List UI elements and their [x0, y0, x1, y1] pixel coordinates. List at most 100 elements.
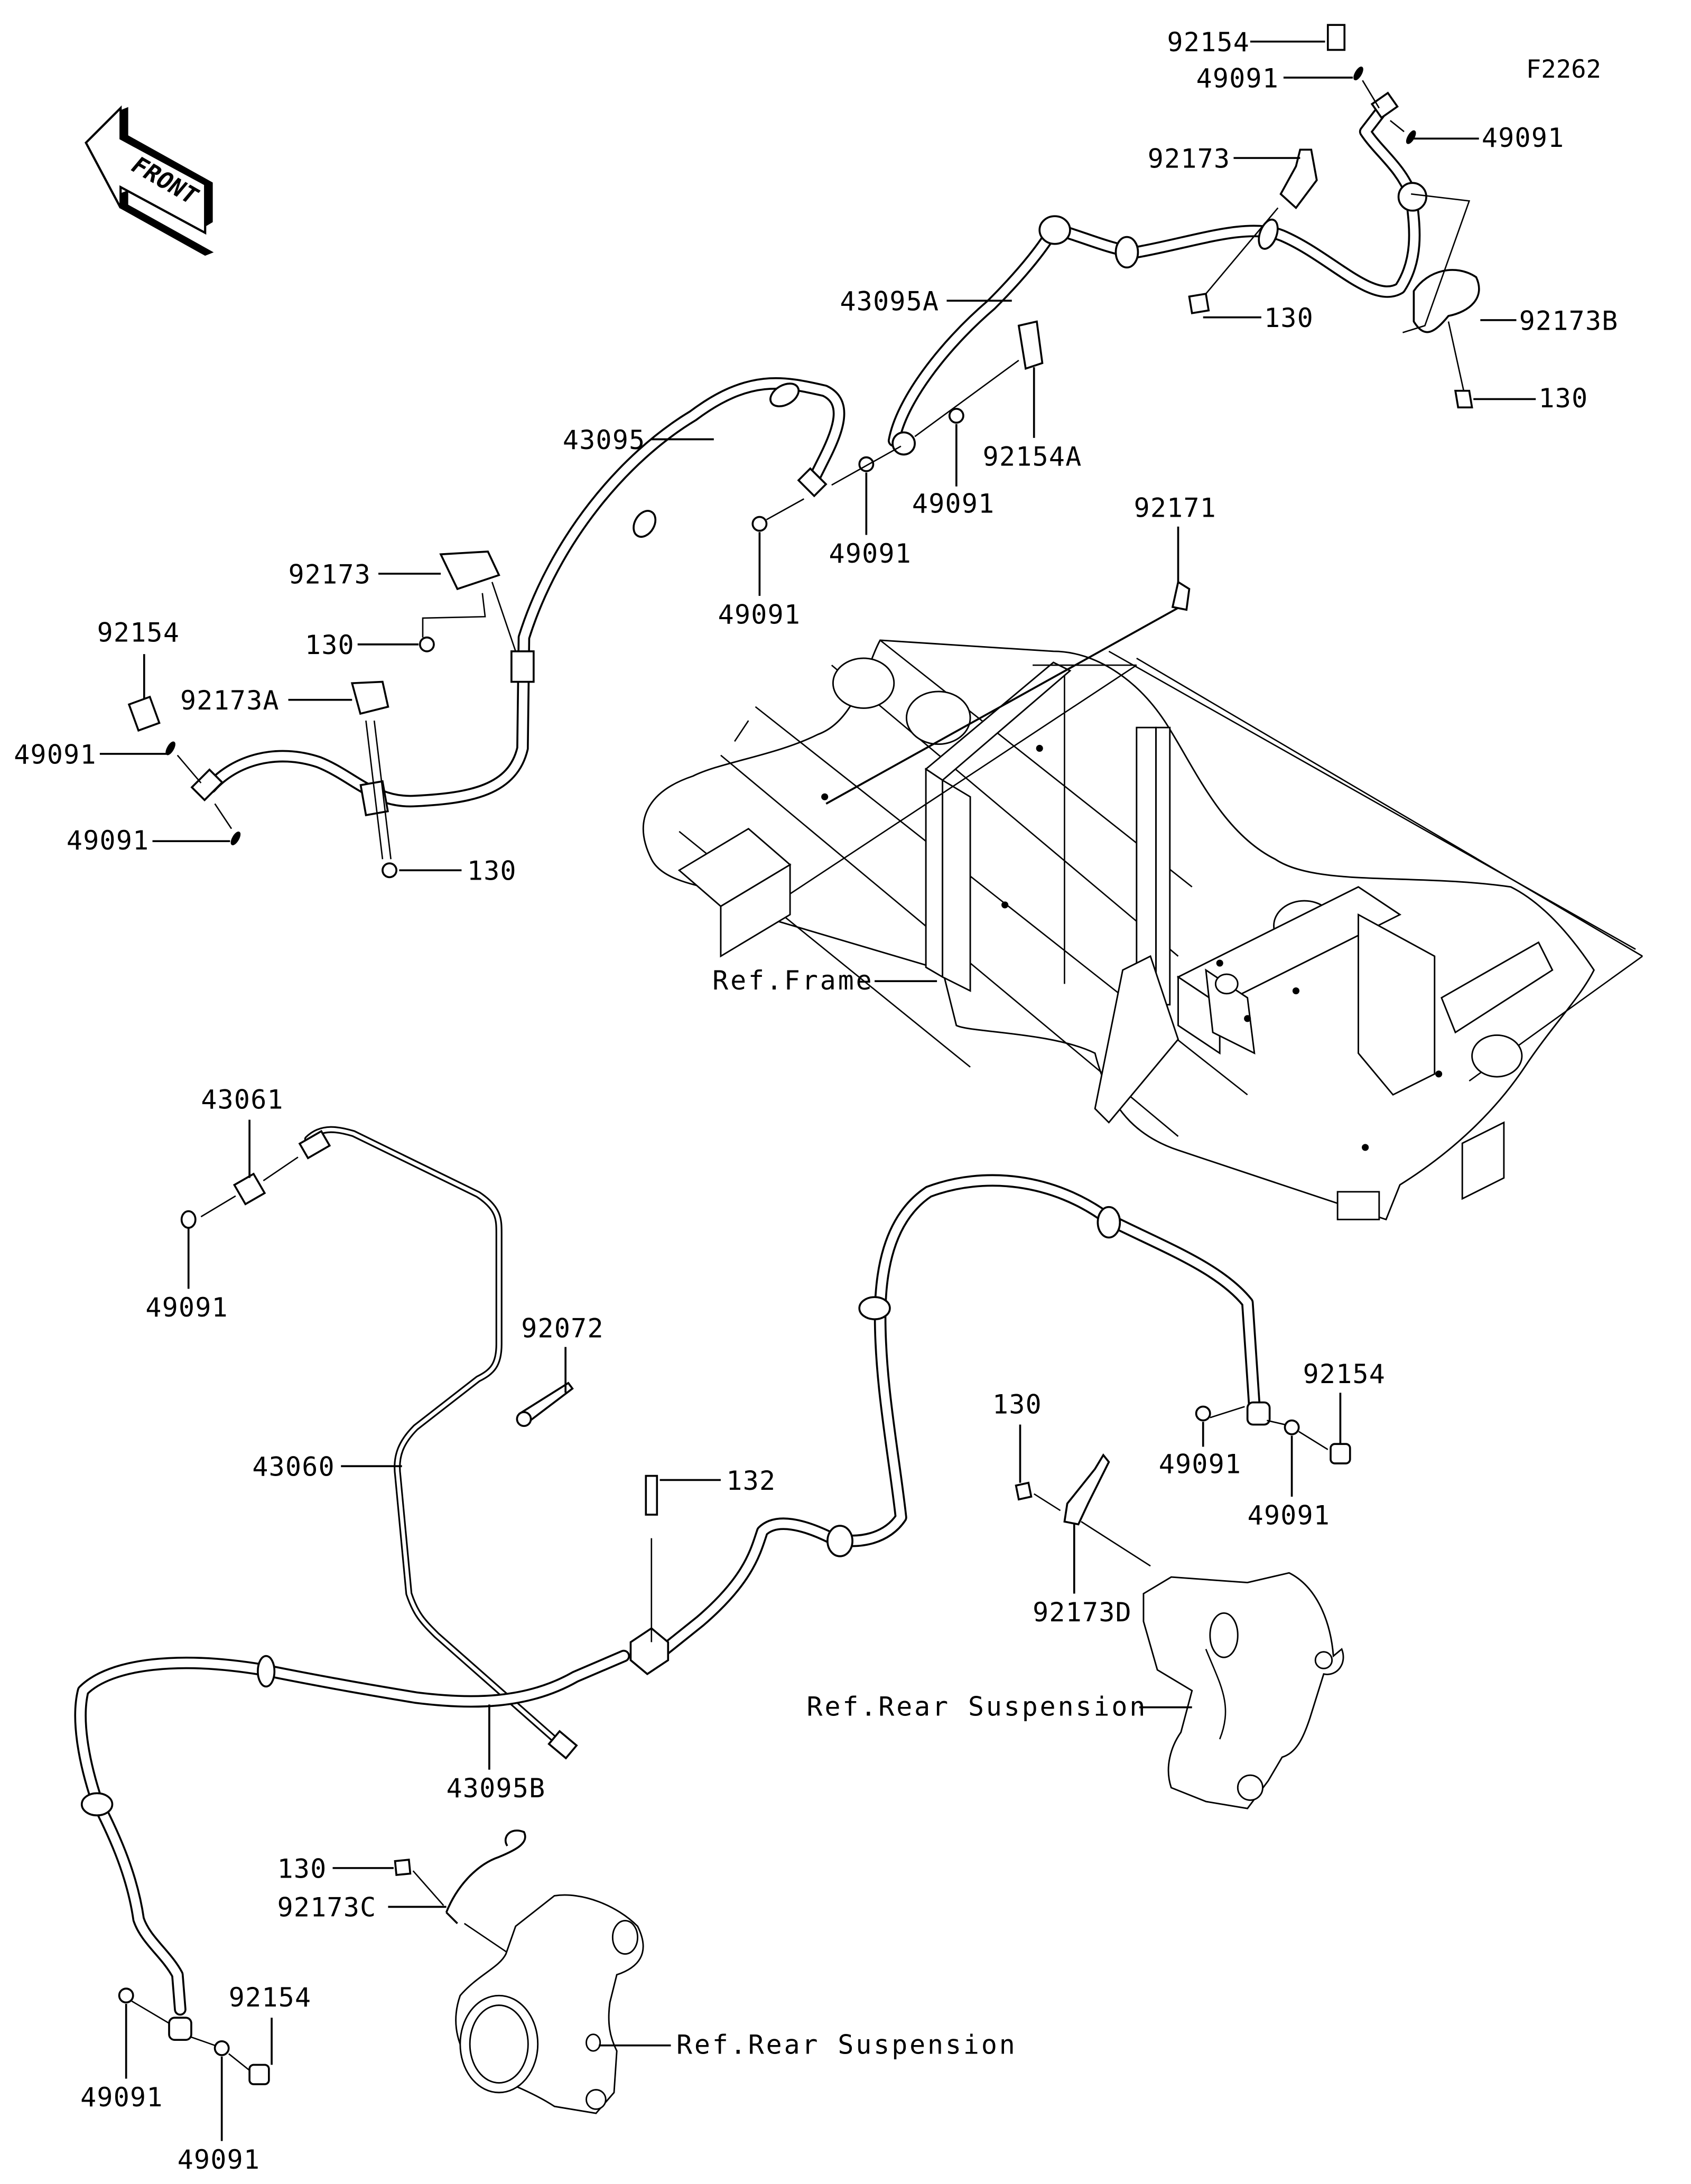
part-number-label: 49091 [1248, 1500, 1331, 1530]
leader-line [825, 604, 1183, 805]
callout-92173D[interactable]: 92173D [1033, 1524, 1132, 1628]
bolt-130-rcal-icon [1015, 1481, 1033, 1501]
part-number-label: 43095A [840, 286, 940, 317]
bolt-92154A-icon [1017, 320, 1044, 370]
callout-92173C[interactable]: 92173C [277, 1892, 447, 1923]
drawing-stroke [165, 741, 175, 755]
leader-line [365, 720, 384, 860]
lower-fasteners [118, 1382, 1351, 2085]
drawing-stroke [751, 516, 768, 532]
washer-49091-rcal-icon [1195, 1405, 1211, 1422]
part-number-label: 92154 [1167, 27, 1250, 58]
callout-92171[interactable]: 92171 [1134, 492, 1217, 582]
washer-49091-lcal-icon [118, 1987, 134, 2004]
drawing-stroke [642, 639, 1595, 1221]
drawing-stroke [661, 1176, 1259, 1654]
leader-line [412, 1870, 444, 1906]
callout-92154-left[interactable]: 92154 [97, 617, 180, 699]
callout-92072[interactable]: 92072 [521, 1313, 604, 1393]
drawing-stroke [230, 832, 241, 845]
drawing-stroke [1441, 941, 1554, 1034]
callout-49091-rcal-2[interactable]: 49091 [1248, 1435, 1331, 1531]
callout-92154-top[interactable]: 92154 [1167, 27, 1325, 58]
leader-line [1210, 1406, 1245, 1418]
drawing-stroke [422, 593, 486, 638]
part-number-label: 130 [992, 1389, 1042, 1420]
leader-line [1081, 1521, 1151, 1567]
drawing-stroke [611, 1920, 638, 1955]
callout-92173B[interactable]: 92173B [1480, 305, 1618, 336]
callout-130-top[interactable]: 130 [1203, 303, 1314, 333]
drawing-stroke [304, 1126, 558, 1743]
drawing-stroke [547, 1730, 578, 1760]
callout-92173A[interactable]: 92173A [180, 685, 352, 716]
callout-49091-top-2[interactable]: 49091 [1414, 123, 1564, 153]
drawing-stroke [257, 1655, 276, 1688]
callout-49091-center-3[interactable]: 49091 [718, 532, 801, 630]
part-number-label: 92173B [1519, 305, 1619, 336]
drawing-stroke [1097, 1206, 1121, 1239]
bolt-92154-rcal-icon [1330, 1443, 1351, 1464]
part-number-label: 49091 [1482, 123, 1565, 153]
drawing-stroke [1435, 1070, 1443, 1078]
callout-49091-center-1[interactable]: 49091 [912, 424, 995, 519]
callout-92154-lcal[interactable]: 92154 [229, 1982, 312, 2065]
drawing-stroke [1142, 1572, 1344, 1809]
drawing-stroke [1038, 215, 1071, 245]
callout-92173-left[interactable]: 92173 [289, 559, 441, 590]
bolt-92154-left-icon [127, 695, 161, 732]
drawing-stroke [1336, 1191, 1380, 1220]
callouts: 92154 49091 49091 92173 43095A 130 92173… [14, 27, 1618, 2175]
drawing-stroke [633, 510, 657, 538]
callout-130-left[interactable]: 130 [305, 630, 419, 660]
callout-92154A[interactable]: 92154A [983, 367, 1082, 472]
callout-132[interactable]: 132 [659, 1466, 776, 1496]
callout-92173-top[interactable]: 92173 [1148, 143, 1300, 174]
callout-43061[interactable]: 43061 [201, 1084, 284, 1178]
leader-line [1108, 650, 1636, 950]
callout-130-lowerleft[interactable]: 130 [399, 856, 516, 886]
drawing-stroke [925, 768, 944, 978]
part-number-label: 92173 [1148, 143, 1231, 174]
callout-49091-lcal-2[interactable]: 49091 [178, 2056, 261, 2175]
leader-line [1136, 657, 1643, 957]
callout-49091-rcal-1[interactable]: 49091 [1159, 1422, 1242, 1479]
drawing-stroke [1216, 959, 1223, 967]
callout-43095[interactable]: 43095 [563, 425, 714, 455]
drawing-stroke [1284, 1419, 1300, 1435]
drawing-stroke [1471, 1034, 1523, 1078]
callout-130-rcal[interactable]: 130 [992, 1389, 1042, 1483]
leader-line [1267, 1420, 1285, 1425]
washer-49091-pipe-icon [180, 1210, 197, 1229]
callout-49091-top-1[interactable]: 49091 [1196, 63, 1353, 94]
ref-rear-suspension-right-label: Ref.Rear Suspension [807, 1691, 1148, 1722]
part-number-label: 92173A [180, 685, 280, 716]
part-number-label: 49091 [145, 1292, 228, 1323]
part-number-label: 92171 [1134, 492, 1217, 523]
part-number-label: 130 [277, 1853, 327, 1884]
clamp-92173A-icon [350, 680, 389, 715]
rear-suspension-right-reference: Ref.Rear Suspension [807, 1572, 1344, 1809]
part-number-label: 43095 [563, 425, 646, 455]
drawing-stroke [821, 793, 829, 800]
leader-line [766, 498, 804, 520]
drawing-stroke [891, 431, 916, 456]
leader-line [789, 664, 1137, 894]
callout-43095B[interactable]: 43095B [447, 1704, 546, 1804]
callout-49091-pipe[interactable]: 49091 [145, 1228, 228, 1323]
drawing-stroke [797, 467, 828, 498]
callout-49091-left-1[interactable]: 49091 [14, 739, 166, 770]
callout-43095A[interactable]: 43095A [840, 286, 1012, 317]
callout-92154-rcal[interactable]: 92154 [1303, 1359, 1386, 1444]
callout-43060[interactable]: 43060 [252, 1452, 402, 1482]
part-number-label: 130 [305, 630, 355, 660]
callout-49091-center-2[interactable]: 49091 [829, 472, 912, 569]
callout-49091-lcal-1[interactable]: 49091 [80, 2003, 163, 2113]
bolt-130-top-icon [1188, 292, 1210, 314]
drawing-stroke [1461, 1121, 1505, 1200]
callout-130-right[interactable]: 130 [1473, 383, 1588, 414]
drawing-stroke [889, 109, 1419, 445]
callout-49091-left-2[interactable]: 49091 [67, 825, 230, 856]
callout-130-lcal[interactable]: 130 [277, 1853, 394, 1884]
